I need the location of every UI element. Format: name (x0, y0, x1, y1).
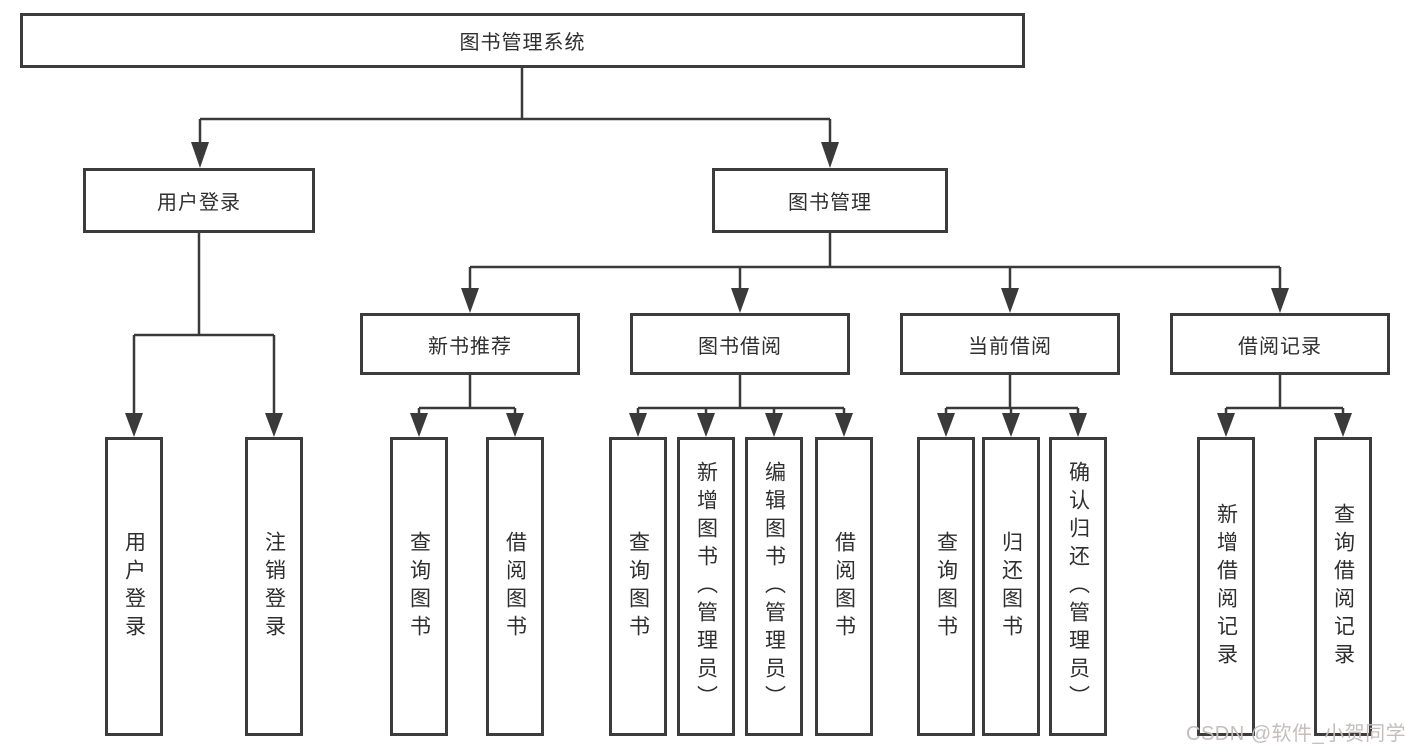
node-label: 归还图书 (999, 530, 1023, 643)
connector-borrow-to-leaves (636, 375, 846, 416)
leaf-borrow-borrow-books: 借阅图书 (815, 437, 873, 736)
arrow-down-icon (835, 413, 853, 437)
arrow-down-icon (1271, 288, 1289, 313)
arrow-down-icon (410, 413, 428, 437)
csdn-watermark: CSDN @软件_小贺同学 (1186, 723, 1405, 745)
node-label: 新增图书（管理员） (694, 460, 718, 713)
node-label: 查询图书 (626, 530, 650, 643)
leaf-current-confirm-return-admin: 确认归还（管理员） (1049, 437, 1107, 736)
leaf-newbook-borrow-books: 借阅图书 (486, 437, 544, 736)
connector-newbook-to-leaves (417, 375, 517, 416)
node-book-management: 图书管理 (712, 168, 948, 233)
leaf-records-query-record: 查询借阅记录 (1314, 437, 1372, 736)
arrow-down-icon (265, 413, 283, 437)
node-borrow-records: 借阅记录 (1170, 313, 1390, 375)
node-root-system: 图书管理系统 (20, 13, 1025, 68)
connector-root-to-level2 (198, 68, 832, 146)
node-label: 查询图书 (407, 530, 431, 643)
node-label: 确认归还（管理员） (1066, 460, 1090, 713)
node-user-login: 用户登录 (83, 168, 315, 233)
node-label: 图书借阅 (698, 335, 782, 358)
arrow-down-icon (125, 413, 143, 437)
leaf-newbook-query-books: 查询图书 (390, 437, 448, 736)
arrow-down-icon (506, 413, 524, 437)
connector-records-to-leaves (1224, 375, 1345, 416)
node-label: 查询借阅记录 (1331, 502, 1355, 671)
node-label: 当前借阅 (968, 335, 1052, 358)
leaf-borrow-edit-books-admin: 编辑图书（管理员） (745, 437, 803, 736)
node-label: 借阅图书 (503, 530, 527, 643)
leaf-current-query-books: 查询图书 (917, 437, 975, 736)
node-label: 借阅图书 (832, 530, 856, 643)
arrowheads (125, 142, 1352, 437)
node-label: 图书管理 (788, 192, 872, 214)
arrow-down-icon (697, 413, 715, 437)
node-label: 图书管理系统 (459, 32, 586, 54)
node-label: 用户登录 (157, 192, 241, 214)
node-label: 新增借阅记录 (1214, 502, 1238, 671)
arrow-down-icon (1069, 413, 1087, 437)
node-label: 查询图书 (934, 530, 958, 643)
leaf-borrow-query-books: 查询图书 (609, 437, 667, 736)
arrow-down-icon (731, 288, 749, 313)
connector-paths (132, 68, 1345, 416)
node-label: 用户登录 (122, 530, 146, 643)
node-label: 编辑图书（管理员） (762, 460, 786, 713)
leaf-borrow-add-books-admin: 新增图书（管理员） (677, 437, 735, 736)
arrow-down-icon (1334, 413, 1352, 437)
arrow-down-icon (629, 413, 647, 437)
node-label: 新书推荐 (428, 335, 512, 358)
connector-current-to-leaves (944, 375, 1080, 416)
node-book-borrow: 图书借阅 (630, 313, 850, 375)
arrow-down-icon (937, 413, 955, 437)
arrow-down-icon (1001, 288, 1019, 313)
leaf-current-return-books: 归还图书 (982, 437, 1040, 736)
arrow-down-icon (191, 142, 209, 168)
connector-mgmt-to-level3 (468, 233, 1282, 291)
connector-login-to-leaves (132, 233, 276, 416)
leaf-logout: 注销登录 (245, 437, 303, 736)
arrow-down-icon (1217, 413, 1235, 437)
node-label: 注销登录 (262, 530, 286, 643)
node-new-book-recommend: 新书推荐 (360, 313, 580, 375)
leaf-records-add-record: 新增借阅记录 (1197, 437, 1255, 736)
arrow-down-icon (461, 288, 479, 313)
arrow-down-icon (1002, 413, 1020, 437)
node-current-borrow: 当前借阅 (900, 313, 1120, 375)
arrow-down-icon (821, 142, 839, 168)
node-label: 借阅记录 (1238, 335, 1322, 358)
leaf-user-login: 用户登录 (105, 437, 163, 736)
arrow-down-icon (765, 413, 783, 437)
